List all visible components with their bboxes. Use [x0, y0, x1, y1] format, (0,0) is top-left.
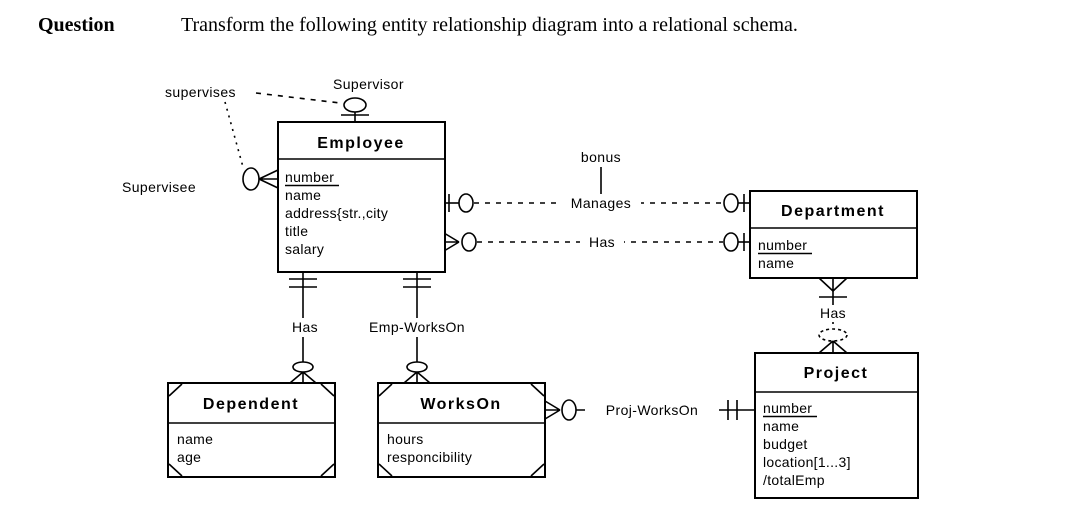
supervises-dashed-line: [255, 92, 341, 104]
department-attr-name: name: [758, 255, 794, 271]
has-label: Has: [589, 234, 615, 250]
relationship-has-emp-dept: Has: [443, 232, 750, 252]
department-title: Department: [781, 203, 885, 220]
workson-box: [377, 382, 546, 478]
project-attr-totalemp: /totalEmp: [763, 472, 825, 488]
project-crows-foot-icon: [818, 340, 848, 354]
manages-right-zero-circle-symbol: [723, 193, 739, 213]
emp-workson-zero-circle-symbol: [406, 361, 428, 373]
has-left-zero-circle-symbol: [461, 232, 477, 252]
proj-workson-label: Proj-WorksOn: [606, 402, 698, 418]
workson-crows-foot-icon: [544, 400, 561, 420]
supervisor-zero-circle-symbol: [343, 97, 367, 113]
workson-corner-notches: [378, 383, 545, 477]
relationship-has-emp-dependent: Has: [289, 272, 318, 384]
relationship-emp-workson: Emp-WorksOn: [369, 272, 465, 384]
entity-department: Department number name: [749, 190, 918, 279]
emp-workson-double-bar-symbol: [403, 278, 431, 288]
relationship-has-dept-project: Has: [818, 277, 848, 354]
has-crows-foot-icon: [289, 371, 317, 384]
employee-attr-salary: salary: [285, 241, 324, 257]
supervisee-crows-foot-icon: [258, 169, 279, 189]
has-dashed-circle-symbol: [818, 328, 848, 342]
workson-title: WorksOn: [420, 396, 501, 413]
proj-workson-double-bar-symbol: [727, 400, 738, 420]
supervisee-role-label: Supervisee: [122, 179, 196, 195]
has-double-bar-symbol: [289, 278, 317, 288]
has-label: Has: [820, 305, 846, 321]
entity-project: Project number name budget location[1...…: [754, 352, 919, 499]
has-label-backplate: [580, 233, 624, 250]
dependent-attr-name: name: [177, 431, 213, 447]
proj-workson-zero-circle-symbol: [561, 399, 577, 421]
entity-workson: WorksOn hours responcibility: [377, 382, 546, 478]
manages-left-zero-circle-symbol: [458, 193, 474, 213]
dependent-box: [167, 382, 336, 478]
project-box: [754, 352, 919, 499]
question-text: Transform the following entity relations…: [181, 14, 798, 36]
department-box: [749, 190, 918, 279]
employee-attr-title: title: [285, 223, 308, 239]
project-attr-location: location[1...3]: [763, 454, 851, 470]
project-attr-number: number: [763, 400, 812, 416]
manages-label: Manages: [571, 195, 631, 211]
emp-workson-label: Emp-WorksOn: [369, 319, 465, 335]
has-label: Has: [292, 319, 318, 335]
employee-title: Employee: [317, 135, 405, 152]
has-zero-circle-symbol: [292, 361, 314, 373]
employee-box: [277, 121, 446, 273]
dept-crows-foot-icon: [818, 277, 848, 292]
emp-workson-crows-foot-icon: [403, 371, 431, 384]
entity-dependent: Dependent name age: [167, 382, 336, 478]
question-label: Question: [38, 14, 115, 36]
supervisor-role-label: Supervisor: [333, 76, 404, 92]
bonus-attribute-label: bonus: [581, 149, 621, 165]
employee-attr-number: number: [285, 169, 334, 185]
department-attr-number: number: [758, 237, 807, 253]
dependent-title: Dependent: [203, 396, 299, 413]
dependent-corner-notches: [168, 383, 335, 477]
entity-employee: Employee number name address{str.,city t…: [277, 121, 446, 273]
relationship-proj-workson: Proj-WorksOn: [544, 399, 755, 421]
has-right-zero-circle-symbol: [723, 232, 739, 252]
question-header: Question Transform the following entity …: [38, 14, 798, 36]
project-title: Project: [804, 365, 869, 382]
relationship-manages: bonus Manages: [444, 149, 750, 213]
supervises-label: supervises: [165, 84, 236, 100]
dependent-attr-age: age: [177, 449, 201, 465]
project-attr-name: name: [763, 418, 799, 434]
employee-attr-address: address{str.,city: [285, 205, 388, 221]
supervises-dotted-line: [224, 101, 244, 168]
relationship-supervises: supervises Supervisor Supervisee: [122, 76, 404, 195]
manages-label-backplate: [561, 194, 641, 211]
proj-workson-label-backplate: [585, 401, 719, 418]
project-attr-budget: budget: [763, 436, 808, 452]
workson-attr-responcibility: responcibility: [387, 449, 472, 465]
workson-attr-hours: hours: [387, 431, 424, 447]
employee-attr-name: name: [285, 187, 321, 203]
has-crows-foot-icon: [443, 232, 460, 252]
supervisee-zero-circle-symbol: [242, 167, 260, 191]
